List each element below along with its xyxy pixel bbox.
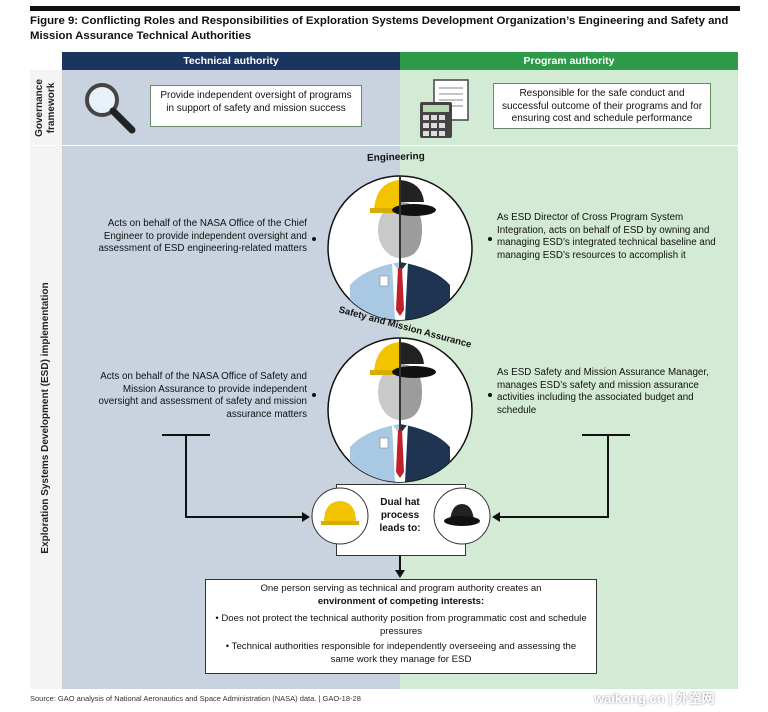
engineering-label: Engineering (366, 150, 425, 165)
sma-program-text: As ESD Safety and Mission Assurance Mana… (497, 367, 709, 416)
dual-hat-text: Dual hat process leads to: (379, 497, 421, 534)
engineering-right-connector (488, 237, 492, 241)
technical-authority-header: Technical authority (62, 52, 400, 70)
watermark: waikong.cn | 外空网 (594, 691, 715, 706)
calculator-document-icon (420, 79, 469, 138)
row-divider (30, 145, 738, 146)
program-authority-header: Program authority (400, 52, 738, 70)
conclusion-bullet-2: • Technical authorities responsible for … (225, 641, 577, 665)
conclusion-bold: environment of competing interests: (317, 595, 485, 607)
sma-right-connector (488, 393, 492, 397)
magnifying-glass-icon (85, 83, 136, 134)
flow-arrows (162, 434, 630, 578)
engineering-program-text: As ESD Director of Cross Program System … (497, 212, 716, 261)
source-note: Source: GAO analysis of National Aeronau… (30, 694, 361, 703)
conclusion-bullet-1: • Does not protect the technical authori… (215, 613, 587, 637)
hard-hat-icon (311, 487, 369, 545)
conclusion-intro: One person serving as technical and prog… (260, 583, 542, 594)
sma-dual-hat-figure (327, 337, 473, 483)
implementation-row-label: Exploration Systems Development (ESD) im… (30, 146, 63, 689)
sma-left-connector (312, 393, 316, 397)
technical-governance-box: Provide independent oversight of program… (150, 85, 362, 127)
sma-technical-text: Acts on behalf of the NASA Office of Saf… (98, 371, 307, 420)
engineering-left-connector (312, 237, 316, 241)
engineering-dual-hat-figure (327, 175, 473, 321)
conclusion-box: One person serving as technical and prog… (205, 579, 597, 674)
program-governance-box: Responsible for the safe conduct and suc… (493, 83, 711, 129)
fedora-hat-icon (433, 487, 491, 545)
figure-title: Figure 9: Conflicting Roles and Responsi… (30, 15, 729, 42)
engineering-technical-text: Acts on behalf of the NASA Office of the… (98, 218, 307, 254)
governance-row-label: Governance framework (30, 70, 63, 145)
top-rule (30, 6, 740, 11)
